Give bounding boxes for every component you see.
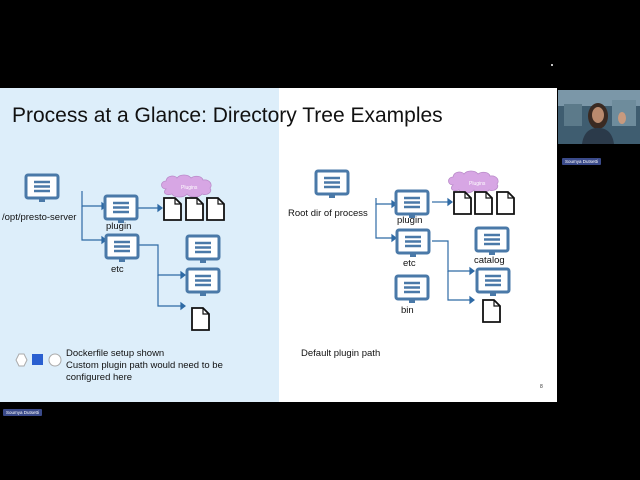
document-icon bbox=[185, 197, 204, 221]
left-root-label: /opt/presto-server bbox=[2, 212, 77, 223]
square-shape bbox=[32, 354, 43, 365]
notes-block: Dockerfile setup shown Custom plugin pat… bbox=[66, 348, 223, 384]
right-root-label: Root dir of process bbox=[288, 208, 368, 219]
monitor-icon bbox=[475, 267, 511, 298]
default-path-note: Default plugin path bbox=[301, 348, 381, 359]
note-line-3: configured here bbox=[66, 372, 133, 383]
page-number: 8 bbox=[540, 384, 543, 390]
document-icon bbox=[496, 191, 515, 215]
monitor-icon bbox=[104, 233, 140, 264]
right-plugin-label: plugin bbox=[397, 215, 423, 226]
document-icon bbox=[482, 299, 501, 323]
left-etc-label: etc bbox=[111, 264, 124, 275]
circle-shape bbox=[48, 353, 62, 367]
left-tree bbox=[24, 173, 225, 331]
monitor-icon bbox=[394, 189, 430, 220]
monitor-icon bbox=[24, 173, 60, 204]
monitor-icon bbox=[314, 169, 350, 200]
presenter-name-tag: Soumya Dutsetti bbox=[3, 409, 43, 416]
left-plugin-label: plugin bbox=[106, 221, 132, 232]
speaker-video-frame bbox=[558, 90, 640, 144]
right-connectors bbox=[375, 197, 475, 305]
monitor-icon bbox=[394, 274, 430, 305]
right-bin-label: bin bbox=[401, 305, 414, 316]
document-icon bbox=[163, 197, 182, 221]
legend-shapes bbox=[15, 353, 62, 367]
monitor-icon bbox=[185, 234, 221, 265]
right-tree bbox=[314, 169, 515, 323]
presentation-slide: Process at a Glance: Directory Tree Exam… bbox=[0, 88, 557, 402]
document-icon bbox=[191, 307, 210, 331]
status-dot bbox=[551, 64, 553, 66]
document-icon bbox=[453, 191, 472, 215]
document-icon bbox=[474, 191, 493, 215]
note-line-2: Custom plugin path would need to be bbox=[66, 360, 223, 371]
monitor-icon bbox=[395, 228, 431, 259]
monitor-icon bbox=[103, 194, 139, 225]
note-line-1: Dockerfile setup shown bbox=[66, 348, 165, 359]
slide-title: Process at a Glance: Directory Tree Exam… bbox=[12, 104, 443, 127]
speaker-video-tile[interactable] bbox=[558, 90, 640, 144]
document-icon bbox=[206, 197, 225, 221]
right-catalog-label: catalog bbox=[474, 255, 505, 266]
hexagon-shape bbox=[15, 353, 28, 367]
left-cloud-label: Plugins bbox=[181, 185, 198, 191]
speaker-name-tag: Soumya Dutsetti bbox=[562, 158, 602, 165]
directory-tree-diagram bbox=[15, 169, 515, 367]
right-cloud-label: Plugins bbox=[469, 181, 486, 187]
right-etc-label: etc bbox=[403, 258, 416, 269]
monitor-icon bbox=[474, 226, 510, 257]
monitor-icon bbox=[185, 267, 221, 298]
